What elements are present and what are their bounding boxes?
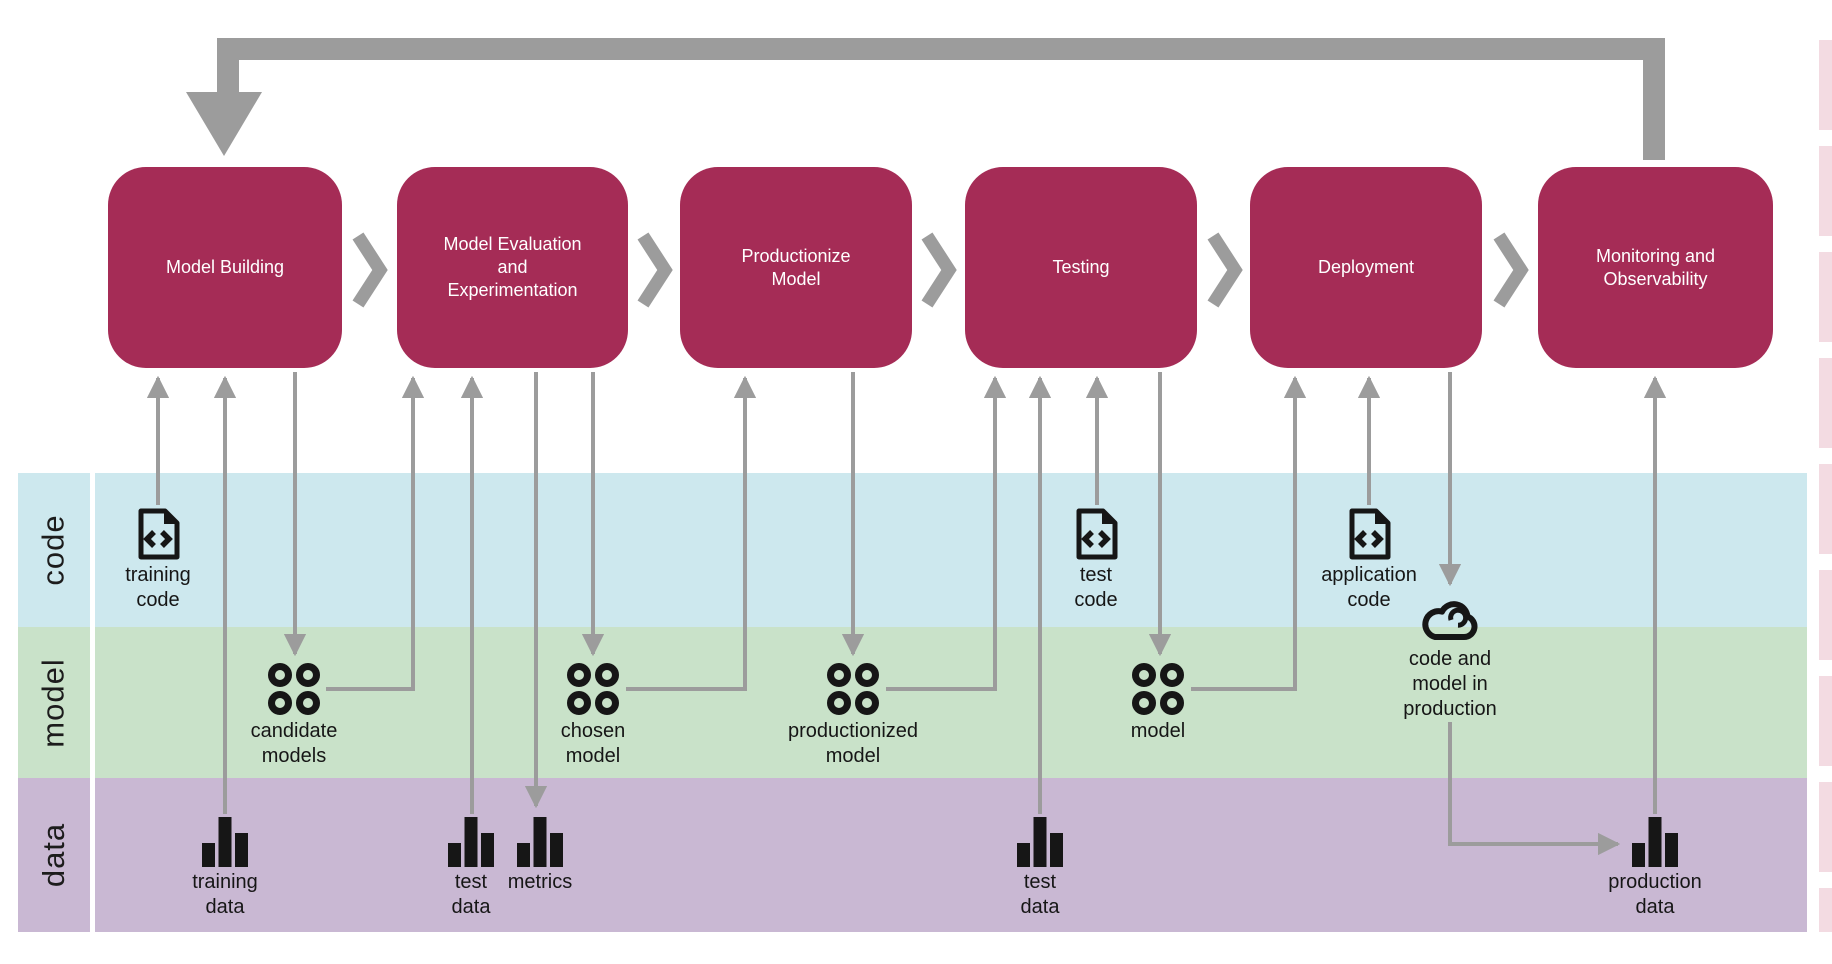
artifact-test-data-testing: test data [952, 817, 1128, 920]
bar-chart-icon [517, 817, 563, 867]
feedback-loop-arrow [186, 38, 1665, 160]
artifact-test-data-evaluation: test data [383, 817, 559, 920]
stage-chevrons [352, 232, 1529, 308]
artifact-label: production data [1608, 871, 1702, 918]
stage-monitoring-observability: Monitoring and Observability [1538, 167, 1773, 368]
artifact-code-and-model-in-production: code and model in production [1362, 592, 1538, 722]
artifact-candidate-models: candidate models [206, 662, 382, 769]
bar-chart-icon [202, 817, 248, 867]
code-file-icon [1349, 508, 1391, 560]
right-edge-artifact [1819, 40, 1832, 932]
band-label-divider [90, 473, 95, 932]
artifact-training-data: training data [137, 817, 313, 920]
stage-testing: Testing [965, 167, 1197, 368]
chevron-icon [921, 232, 957, 308]
chevron-icon [1207, 232, 1243, 308]
cloud-icon [1422, 601, 1478, 640]
artifact-label: candidate models [250, 720, 338, 767]
artifact-test-code: test code [1008, 508, 1184, 613]
artifact-label: application code [1321, 564, 1417, 611]
arrow-model-to-deployment [1191, 375, 1307, 691]
chevron-icon [352, 232, 388, 308]
artifact-production-data: production data [1567, 817, 1743, 920]
code-band [18, 473, 1807, 627]
bar-chart-icon [1632, 817, 1678, 867]
arrow-production-to-production-data [1448, 722, 1621, 856]
code-file-icon [138, 508, 180, 560]
artifact-chosen-model: chosen model [505, 662, 681, 769]
stage-deployment: Deployment [1250, 167, 1482, 368]
artifact-label: training code [125, 564, 191, 611]
chevron-icon [1493, 232, 1529, 308]
artifact-label: model [1130, 720, 1186, 742]
arrow-candidate-models-to-evaluation [326, 375, 425, 691]
code-file-icon [1076, 508, 1118, 560]
stage-model-evaluation: Model Evaluation and Experimentation [397, 167, 628, 368]
data-band [18, 778, 1807, 932]
artifact-label: productionized model [787, 720, 919, 767]
bar-chart-icon [448, 817, 494, 867]
artifact-training-code: training code [70, 508, 246, 613]
artifact-productionized-model: productionized model [765, 662, 941, 769]
artifact-label: chosen model [560, 720, 626, 767]
artifact-label: training data [192, 871, 258, 918]
model-circles-icon [268, 663, 320, 715]
artifact-label: test data [451, 871, 491, 918]
artifact-model: model [1070, 662, 1246, 744]
bar-chart-icon [1017, 817, 1063, 867]
artifact-application-code: application code [1281, 508, 1457, 613]
stage-productionize-model: Productionize Model [680, 167, 912, 368]
stage-model-building: Model Building [108, 167, 342, 368]
artifact-label: metrics [507, 871, 573, 893]
model-circles-icon [567, 663, 619, 715]
arrow-productionized-model-to-testing [886, 375, 1007, 691]
chevron-icon [637, 232, 673, 308]
model-circles-icon [1132, 663, 1184, 715]
model-circles-icon [827, 663, 879, 715]
artifact-label: test code [1074, 564, 1118, 611]
artifact-label: code and model in production [1403, 648, 1497, 720]
artifact-label: test data [1020, 871, 1060, 918]
arrow-chosen-model-to-productionize [626, 375, 757, 691]
artifact-metrics: metrics [452, 817, 628, 895]
